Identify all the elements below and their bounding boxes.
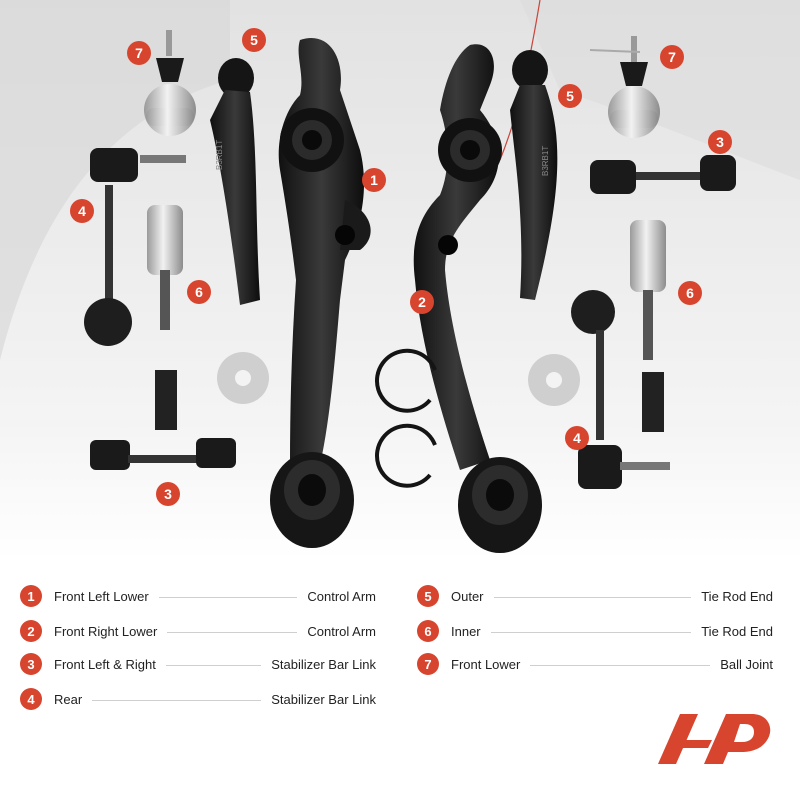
legend-item-4: 4 Rear Stabilizer Bar Link (20, 687, 376, 711)
ball-joint-right (589, 36, 660, 138)
legend-name: Front Left & Right (54, 656, 156, 672)
badge-4-right: 4 (565, 426, 589, 450)
stabilizer-link-front-right (590, 155, 736, 194)
control-arm-right (413, 44, 542, 553)
legend-item-5: 5 Outer Tie Rod End (417, 584, 773, 608)
inner-tie-rod-right (630, 220, 666, 432)
legend-name: Front Lower (451, 656, 521, 672)
badge-5-left: 5 (242, 28, 266, 52)
stabilizer-link-rear-right (571, 290, 670, 489)
badge-4-left: 4 (70, 199, 94, 223)
legend-item-7: 7 Front Lower Ball Joint (417, 652, 773, 676)
part-stamp-right: B3RB1T (541, 146, 550, 176)
legend-number: 1 (20, 585, 42, 607)
legend-number: 2 (20, 620, 42, 642)
legend-name: Rear (54, 691, 83, 707)
legend-item-3: 3 Front Left & Right Stabilizer Bar Link (20, 652, 376, 676)
circlip-bottom (375, 423, 437, 488)
legend-name: Outer (451, 588, 484, 604)
washer-right (528, 354, 580, 406)
legend-item-2: 2 Front Right Lower Control Arm (20, 619, 376, 643)
legend-type: Stabilizer Bar Link (271, 691, 376, 707)
legend-type: Ball Joint (720, 656, 773, 672)
badge-3-right: 3 (708, 130, 732, 154)
badge-1: 1 (362, 168, 386, 192)
legend-number: 6 (417, 620, 439, 642)
legend-item-1: 1 Front Left Lower Control Arm (20, 584, 376, 608)
badge-7-right: 7 (660, 45, 684, 69)
control-arm-left (270, 38, 371, 548)
legend-name: Front Right Lower (54, 623, 158, 639)
legend-type: Tie Rod End (701, 588, 773, 604)
badge-6-right: 6 (678, 281, 702, 305)
legend-number: 7 (417, 653, 439, 675)
ball-joint-left (144, 30, 196, 136)
circlip-top (375, 348, 437, 413)
badge-3-left: 3 (156, 482, 180, 506)
legend-leader-line (167, 631, 298, 633)
stabilizer-link-rear-left (84, 148, 186, 346)
legend-leader-line (165, 664, 262, 666)
legend-type: Control Arm (307, 588, 376, 604)
legend-type: Stabilizer Bar Link (271, 656, 376, 672)
legend-number: 5 (417, 585, 439, 607)
inner-tie-rod-left (147, 205, 183, 430)
legend-number: 4 (20, 688, 42, 710)
legend-leader-line (158, 596, 298, 598)
outer-tie-rod-right: B3RB1T (510, 50, 558, 300)
legend-type: Control Arm (307, 623, 376, 639)
badge-2: 2 (410, 290, 434, 314)
badge-6-left: 6 (187, 280, 211, 304)
badge-7-left: 7 (127, 41, 151, 65)
legend-name: Inner (451, 623, 481, 639)
legend-number: 3 (20, 653, 42, 675)
legend-leader-line (490, 631, 692, 633)
washer-left (217, 352, 269, 404)
legend-leader-line (92, 699, 262, 701)
product-photo: B3RB1T B3RB1T (0, 0, 800, 560)
stabilizer-link-front-left (90, 438, 236, 470)
badge-5-right: 5 (558, 84, 582, 108)
legend-item-6: 6 Inner Tie Rod End (417, 619, 773, 643)
outer-tie-rod-left: B3RB1T (210, 58, 260, 305)
brand-logo-icon (658, 714, 771, 764)
legend-leader-line (530, 664, 711, 666)
part-stamp-left: B3RB1T (215, 140, 224, 170)
legend-leader-line (493, 596, 692, 598)
legend-type: Tie Rod End (701, 623, 773, 639)
legend-name: Front Left Lower (54, 588, 149, 604)
